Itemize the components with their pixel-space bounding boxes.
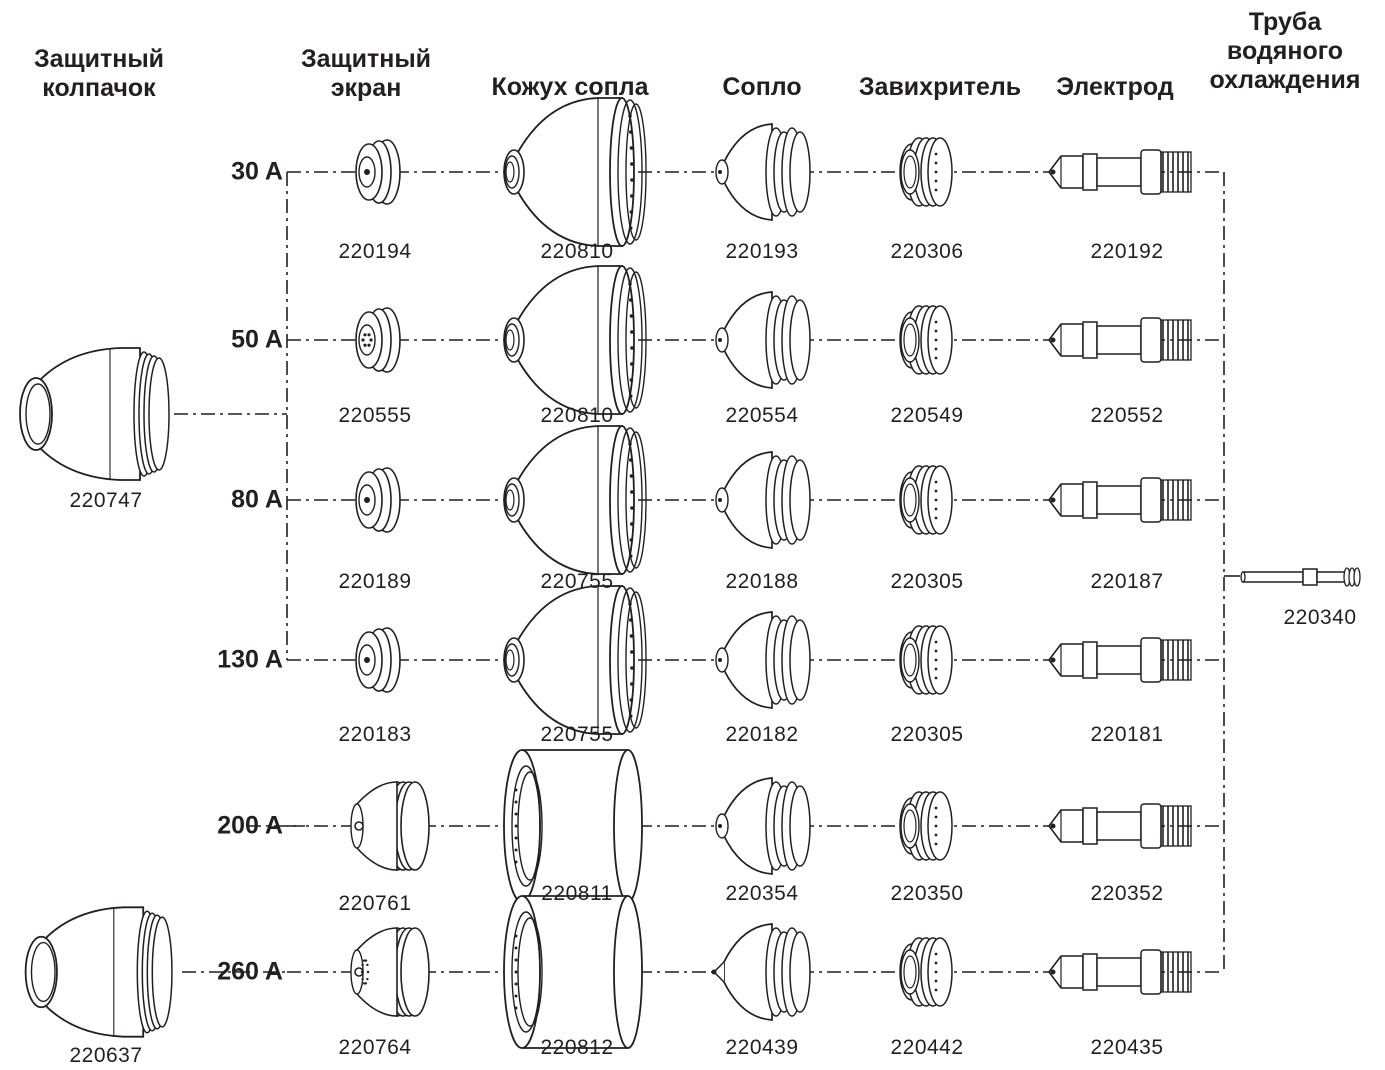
row-200a	[287, 749, 1224, 903]
column-header-line: колпачок	[42, 74, 156, 102]
part-number-retaining-cap: 220755	[540, 570, 614, 593]
electrode-part	[1048, 149, 1192, 195]
part-number-retaining-cap: 220810	[540, 240, 614, 263]
column-header-nozzle-retaining-cap: Кожух сопла	[491, 73, 648, 102]
nozzle-part	[711, 923, 811, 1021]
column-header-line: охлаждения	[1209, 66, 1361, 94]
shield-cap-220637	[24, 906, 173, 1038]
shield-part	[355, 307, 401, 373]
column-header-line: Сопло	[722, 73, 802, 101]
amperage-label: 200 A	[217, 811, 283, 840]
part-number-electrode: 220187	[1090, 570, 1164, 593]
swirl-ring-part	[899, 625, 953, 695]
nozzle-part	[715, 611, 811, 709]
nozzle-part	[715, 777, 811, 875]
column-header-line: Защитный	[33, 45, 165, 73]
part-number-swirl-ring: 220306	[890, 240, 964, 263]
shield-part	[355, 627, 401, 693]
nozzle-part	[715, 451, 811, 549]
part-number-swirl-ring: 220350	[890, 882, 964, 905]
shield-part	[350, 927, 430, 1017]
part-number-electrode: 220192	[1090, 240, 1164, 263]
water-tube-220340	[1240, 567, 1361, 587]
column-header-swirl-ring: Завихритель	[859, 73, 1021, 102]
row-80a	[287, 425, 1224, 575]
column-header-electrode: Электрод	[1056, 73, 1173, 102]
part-number-nozzle: 220354	[725, 882, 799, 905]
retaining-cap-part	[503, 585, 647, 735]
shield-part	[350, 781, 430, 871]
electrode-part	[1048, 477, 1192, 523]
column-header-line: водяного	[1226, 37, 1344, 65]
column-header-nozzle: Сопло	[722, 73, 801, 102]
amperage-label: 50 A	[231, 325, 283, 354]
retaining-cap-part	[503, 895, 643, 1049]
amperage-label: 80 A	[231, 485, 283, 514]
swirl-ring-part	[899, 305, 953, 375]
electrode-part	[1048, 803, 1192, 849]
amperage-label: 260 A	[217, 957, 283, 986]
part-number-swirl-ring: 220305	[890, 723, 964, 746]
part-number-shield: 220761	[338, 892, 412, 915]
part-number-shield: 220764	[338, 1036, 412, 1059]
part-number-retaining-cap: 220812	[540, 1036, 614, 1059]
part-number-retaining-cap: 220810	[540, 404, 614, 427]
retaining-cap-part	[503, 749, 643, 903]
column-header-line: Завихритель	[858, 73, 1022, 101]
part-number-nozzle: 220439	[725, 1036, 799, 1059]
part-number-shield: 220194	[338, 240, 412, 263]
swirl-ring-part	[899, 465, 953, 535]
electrode-part	[1048, 637, 1192, 683]
column-header-line: Защитный	[300, 45, 432, 73]
shield-cap-220747	[19, 347, 170, 481]
column-header-line: Труба	[1248, 8, 1322, 36]
swirl-ring-part	[899, 791, 953, 861]
electrode-part	[1048, 949, 1192, 995]
amperage-label: 30 A	[231, 157, 283, 186]
row-130a	[287, 585, 1224, 735]
part-number-electrode: 220181	[1090, 723, 1164, 746]
shield-part	[355, 139, 401, 205]
part-number-swirl-ring: 220549	[890, 404, 964, 427]
column-header-line: экран	[330, 74, 402, 102]
nozzle-part	[715, 291, 811, 389]
row-50a	[287, 265, 1224, 415]
swirl-ring-part	[899, 137, 953, 207]
part-number-retaining-cap: 220811	[541, 882, 613, 905]
retaining-cap-part	[503, 425, 647, 575]
column-header-line: Кожух сопла	[491, 73, 649, 101]
part-number-retaining-cap: 220755	[540, 723, 614, 746]
shield-part	[355, 467, 401, 533]
part-number-electrode: 220352	[1090, 882, 1164, 905]
part-number-shield: 220189	[338, 570, 412, 593]
amperage-label: 130 A	[217, 645, 283, 674]
part-number-swirl-ring: 220442	[890, 1036, 964, 1059]
part-number-nozzle: 220193	[725, 240, 799, 263]
part-number-shield-cap: 220747	[69, 489, 143, 512]
column-header-line: Электрод	[1056, 73, 1174, 101]
row-260a	[287, 895, 1224, 1049]
retaining-cap-part	[503, 97, 647, 247]
part-number-swirl-ring: 220305	[890, 570, 964, 593]
part-number-shield-cap: 220637	[69, 1044, 143, 1067]
nozzle-part	[715, 123, 811, 221]
part-number-electrode: 220552	[1090, 404, 1164, 427]
row-30a	[287, 97, 1224, 247]
part-number-shield: 220183	[338, 723, 412, 746]
retaining-cap-part	[503, 265, 647, 415]
part-number-water-tube: 220340	[1283, 606, 1357, 629]
swirl-ring-part	[899, 937, 953, 1007]
part-number-electrode: 220435	[1090, 1036, 1164, 1059]
part-number-nozzle: 220188	[725, 570, 799, 593]
part-number-shield: 220555	[338, 404, 412, 427]
electrode-part	[1048, 317, 1192, 363]
part-number-nozzle: 220554	[725, 404, 799, 427]
part-number-nozzle: 220182	[725, 723, 799, 746]
